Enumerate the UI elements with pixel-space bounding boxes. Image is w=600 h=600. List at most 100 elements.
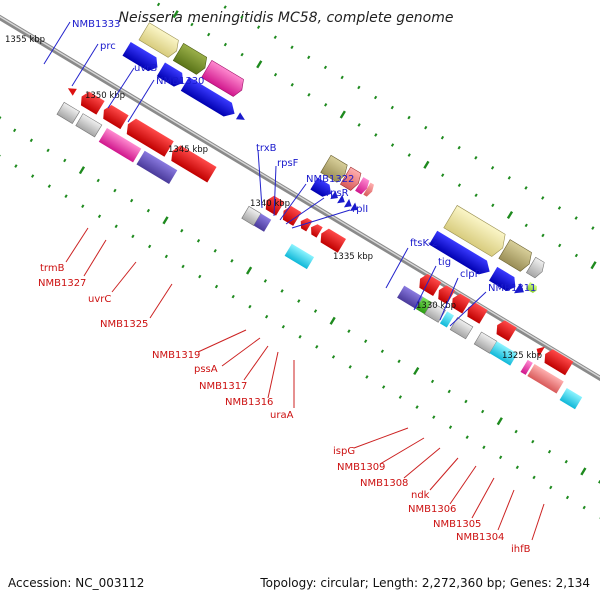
- gene-label-reverse[interactable]: NMB1319: [152, 350, 200, 361]
- gene-forward-b[interactable]: [156, 62, 188, 90]
- gene-reverse-k[interactable]: [493, 318, 517, 342]
- gene-nmb1311[interactable]: [526, 281, 539, 294]
- gene-label-reverse[interactable]: NMB1308: [360, 478, 408, 489]
- gene-forward-d[interactable]: [429, 230, 494, 279]
- gene-label-reverse[interactable]: ihfB: [511, 544, 531, 555]
- gene-small-1[interactable]: [330, 190, 340, 203]
- gene-reverse-e[interactable]: [136, 150, 178, 184]
- gene-nmb1333[interactable]: [138, 22, 182, 60]
- gene-nmb1322[interactable]: [355, 177, 371, 195]
- gene-tig[interactable]: [498, 239, 535, 274]
- gene-forward-c[interactable]: [235, 112, 247, 123]
- gene-label-forward[interactable]: NMB1311: [488, 283, 536, 294]
- scale-minor-tick: [240, 15, 244, 19]
- gene-reverse-p[interactable]: [520, 359, 533, 375]
- gene-ftsk-2[interactable]: [443, 205, 510, 259]
- gene-reverse-d[interactable]: [98, 128, 142, 163]
- gene-label-forward[interactable]: NMB1322: [306, 174, 354, 185]
- gene-reverse-b[interactable]: [100, 103, 129, 130]
- gene-rpsr[interactable]: [363, 182, 375, 198]
- gene-label-reverse[interactable]: NMB1327: [38, 278, 86, 289]
- gene-label-reverse[interactable]: NMB1304: [456, 532, 504, 543]
- gene-label-forward[interactable]: uvrB: [134, 63, 157, 74]
- gene-reverse-c[interactable]: [75, 113, 103, 138]
- scale-minor-tick: [340, 75, 344, 80]
- scale-minor-tick: [0, 154, 1, 158]
- gene-label-reverse[interactable]: NMB1305: [433, 519, 481, 530]
- scale-minor-tick: [198, 274, 202, 279]
- gene-ihfb[interactable]: [527, 363, 564, 394]
- gene-nmb1305[interactable]: [424, 301, 446, 323]
- gene-label-reverse[interactable]: NMB1306: [408, 504, 456, 515]
- topology-summary: Topology: circular; Length: 2,272,360 bp…: [259, 576, 590, 590]
- gene-label-forward[interactable]: ftsK-2: [410, 238, 438, 249]
- gene-label-forward[interactable]: trxB: [256, 143, 277, 154]
- scale-minor-tick: [407, 115, 411, 120]
- scale-minor-tick: [164, 254, 168, 259]
- gene-label-forward[interactable]: clpP: [460, 269, 481, 280]
- gene-label-forward[interactable]: tig: [438, 257, 451, 268]
- gene-label-reverse[interactable]: NMB1325: [100, 319, 148, 330]
- gene-nmb1325[interactable]: [168, 143, 217, 183]
- scale-minor-tick: [30, 174, 35, 178]
- gene-ndk[interactable]: [464, 301, 488, 324]
- scale-minor-tick: [448, 425, 453, 429]
- gene-rpli[interactable]: [310, 177, 334, 200]
- gene-label-reverse[interactable]: uvrC: [88, 294, 111, 305]
- gene-small-3[interactable]: [343, 198, 354, 211]
- gene-label-forward[interactable]: NMB1330: [156, 76, 204, 87]
- scale-major-tick: [580, 467, 587, 476]
- gene-ispg[interactable]: [416, 272, 442, 296]
- gene-reverse-l[interactable]: [473, 331, 498, 354]
- gene-nmb1330[interactable]: [180, 76, 239, 121]
- gene-label-reverse[interactable]: ndk: [411, 490, 430, 501]
- gene-label-forward[interactable]: NMB1333: [72, 19, 120, 30]
- gene-nmb1304[interactable]: [449, 317, 474, 340]
- gene-trmb[interactable]: [66, 85, 77, 96]
- gene-forward-a[interactable]: [122, 41, 161, 74]
- gene-forward-e[interactable]: [489, 266, 520, 294]
- gene-small-2[interactable]: [337, 194, 347, 207]
- gene-small-4[interactable]: [349, 202, 360, 214]
- gene-label-reverse[interactable]: NMB1309: [337, 462, 385, 473]
- gene-label-reverse[interactable]: NMB1316: [225, 397, 273, 408]
- gene-trxb[interactable]: [320, 154, 350, 183]
- gene-nmb1308[interactable]: [449, 292, 471, 314]
- gene-reverse-j[interactable]: [439, 311, 454, 328]
- gene-label-reverse[interactable]: pssA: [194, 364, 218, 375]
- scale-minor-tick: [156, 2, 161, 7]
- gene-reverse-i[interactable]: [397, 285, 424, 309]
- gene-forward-f[interactable]: [514, 282, 527, 297]
- gene-pssa[interactable]: [279, 204, 302, 226]
- gene-prc[interactable]: [172, 42, 210, 76]
- gene-nmb1327[interactable]: [56, 101, 80, 124]
- gene-nmb1309[interactable]: [435, 283, 456, 305]
- gene-label-forward[interactable]: rpsR: [326, 188, 349, 199]
- gene-nmb1319[interactable]: [262, 194, 285, 216]
- gene-reverse-f[interactable]: [317, 227, 347, 253]
- gene-uvrb[interactable]: [201, 59, 247, 98]
- gene-label-forward[interactable]: prc: [100, 41, 116, 52]
- gene-nmb1317[interactable]: [298, 216, 313, 232]
- scale-minor-tick: [307, 55, 311, 60]
- scale-label: 1345 kbp: [168, 145, 208, 155]
- gene-label-forward[interactable]: rpsF: [277, 158, 299, 169]
- gene-reverse-o[interactable]: [541, 347, 574, 376]
- gene-label-reverse[interactable]: trmB: [40, 263, 65, 274]
- gene-clpp[interactable]: [525, 256, 546, 279]
- gene-label-reverse[interactable]: NMB1317: [199, 381, 247, 392]
- gene-reverse-m[interactable]: [489, 341, 518, 366]
- gene-label-reverse[interactable]: ispG: [333, 446, 355, 457]
- gene-reverse-a[interactable]: [78, 90, 105, 115]
- gene-rpsf[interactable]: [339, 166, 363, 192]
- gene-nmb1306[interactable]: [415, 296, 432, 315]
- gene-nmb1316[interactable]: [308, 222, 323, 238]
- gene-reverse-q[interactable]: [559, 387, 583, 410]
- gene-uvrc[interactable]: [123, 117, 174, 157]
- gene-reverse-n[interactable]: [534, 344, 545, 358]
- gene-uraa[interactable]: [284, 243, 315, 270]
- gene-label-forward[interactable]: rplI: [352, 204, 368, 215]
- gene-reverse-h[interactable]: [253, 213, 272, 232]
- scale-minor-tick: [131, 234, 135, 239]
- gene-label-reverse[interactable]: uraA: [270, 410, 294, 421]
